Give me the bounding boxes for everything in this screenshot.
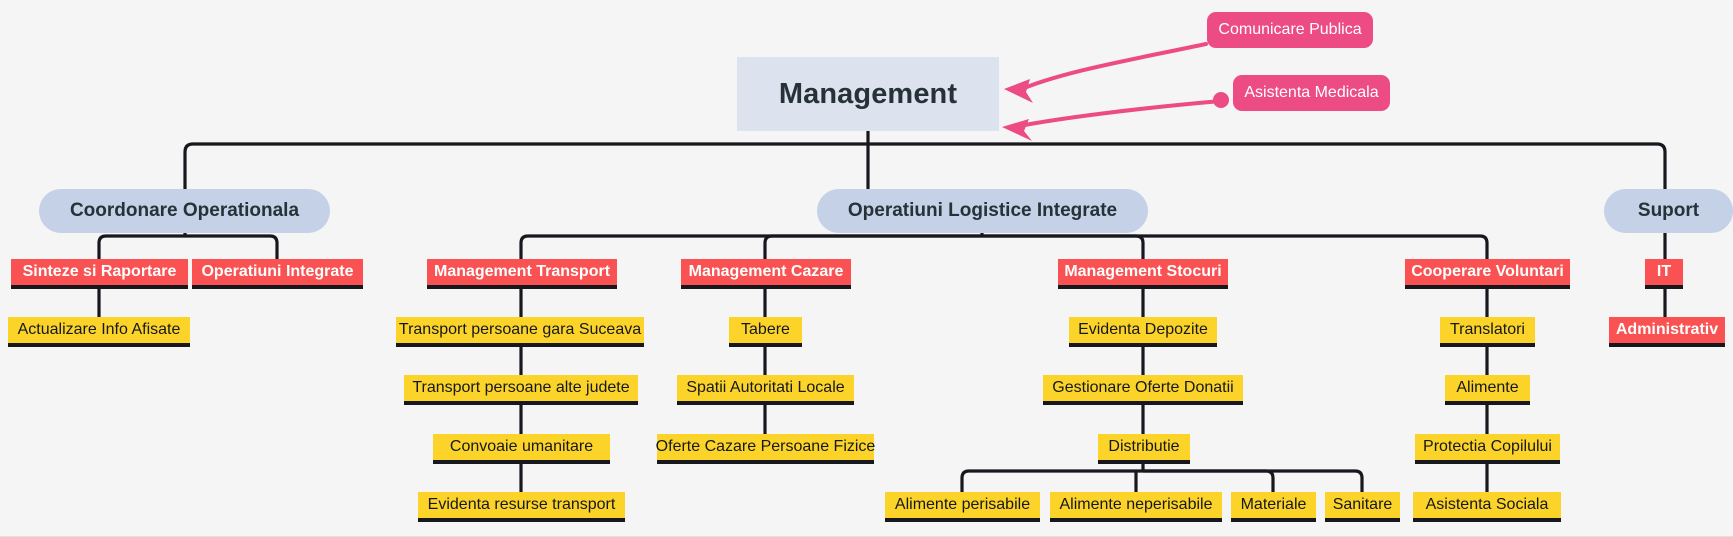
- node-label: Suport: [1637, 200, 1700, 221]
- node-category-management-stocuri[interactable]: Management Stocuri: [1058, 259, 1228, 289]
- node-category-sinteze-si-raportare[interactable]: Sinteze si Raportare: [11, 259, 188, 289]
- node-label: Translatori: [1450, 321, 1525, 338]
- node-label: Evidenta Depozite: [1078, 321, 1208, 338]
- node-leaf-evidenta-resurse-transport[interactable]: Evidenta resurse transport: [418, 492, 625, 522]
- node-category-management-transport[interactable]: Management Transport: [427, 259, 617, 289]
- note-endpoint-dot: [1213, 92, 1229, 108]
- node-leaf-administrativ[interactable]: Administrativ: [1609, 317, 1725, 347]
- node-branch-suport[interactable]: Suport: [1604, 189, 1733, 233]
- node-label: Convoaie umanitare: [449, 438, 594, 455]
- node-label: Management Transport: [433, 263, 611, 280]
- node-leaf-evidenta-depozite[interactable]: Evidenta Depozite: [1069, 317, 1217, 347]
- node-label: Actualizare Info Afisate: [17, 321, 181, 338]
- note-label: Asistenta Medicala: [1244, 84, 1379, 101]
- node-branch-operatiuni-logistice-integrate[interactable]: Operatiuni Logistice Integrate: [817, 189, 1148, 233]
- node-label: Alimente: [1456, 379, 1519, 396]
- node-label: Tabere: [741, 321, 790, 338]
- node-leaf-transport-persoane-gara-suceava[interactable]: Transport persoane gara Suceava: [396, 317, 644, 347]
- node-category-management-cazare[interactable]: Management Cazare: [681, 259, 851, 289]
- node-label: Cooperare Voluntari: [1411, 263, 1564, 280]
- note-label: Comunicare Publica: [1218, 21, 1362, 38]
- node-branch-coordonare-operationala[interactable]: Coordonare Operationala: [39, 189, 330, 233]
- node-label: Distributie: [1108, 438, 1180, 455]
- node-label: Materiale: [1240, 496, 1307, 513]
- node-leaf-sanitare[interactable]: Sanitare: [1325, 492, 1400, 522]
- edge-note-comunicare: [1015, 42, 1208, 93]
- node-label: Transport persoane alte judete: [412, 379, 630, 396]
- node-leaf-oferte-cazare-persoane-fizice[interactable]: Oferte Cazare Persoane Fizice: [655, 434, 876, 464]
- note-asistenta-medicala[interactable]: Asistenta Medicala: [1233, 75, 1390, 111]
- node-label: Sanitare: [1332, 496, 1393, 513]
- node-leaf-tabere[interactable]: Tabere: [729, 317, 802, 347]
- node-label: Transport persoane gara Suceava: [398, 321, 642, 338]
- node-label: Coordonare Operationala: [69, 200, 300, 221]
- node-leaf-alimente[interactable]: Alimente: [1445, 375, 1530, 405]
- node-leaf-alimente-neperisabile[interactable]: Alimente neperisabile: [1050, 492, 1222, 522]
- node-label: Alimente perisabile: [894, 496, 1031, 513]
- arrowhead-comunicare: [1004, 79, 1033, 103]
- node-category-it[interactable]: IT: [1645, 259, 1683, 289]
- node-leaf-gestionare-oferte-donatii[interactable]: Gestionare Oferte Donatii: [1043, 375, 1243, 405]
- node-leaf-materiale[interactable]: Materiale: [1231, 492, 1316, 522]
- node-root-management[interactable]: Management: [737, 57, 999, 131]
- node-label: Spatii Autoritati Locale: [686, 379, 845, 396]
- node-label: Management Cazare: [688, 263, 844, 280]
- node-label: Asistenta Sociala: [1425, 496, 1549, 513]
- node-leaf-transport-persoane-alte-judete[interactable]: Transport persoane alte judete: [404, 375, 638, 405]
- node-leaf-distributie[interactable]: Distributie: [1098, 434, 1190, 464]
- node-label: Management Stocuri: [1064, 263, 1222, 280]
- arrowhead-asistenta: [1002, 119, 1032, 141]
- note-comunicare-publica[interactable]: Comunicare Publica: [1207, 12, 1373, 48]
- node-label: Sinteze si Raportare: [22, 263, 177, 280]
- node-label: Operatiuni Integrate: [201, 263, 354, 280]
- node-leaf-spatii-autoritati-locale[interactable]: Spatii Autoritati Locale: [677, 375, 854, 405]
- node-leaf-alimente-perisabile[interactable]: Alimente perisabile: [885, 492, 1040, 522]
- edge-note-asistenta: [1012, 99, 1223, 129]
- node-leaf-protectia-copilului[interactable]: Protectia Copilului: [1415, 434, 1560, 464]
- node-category-cooperare-voluntari[interactable]: Cooperare Voluntari: [1405, 259, 1570, 289]
- node-label: Alimente neperisabile: [1059, 496, 1213, 513]
- node-label: Gestionare Oferte Donatii: [1052, 379, 1234, 396]
- node-label: Operatiuni Logistice Integrate: [847, 200, 1118, 221]
- node-leaf-actualizare-info-afisate[interactable]: Actualizare Info Afisate: [8, 317, 190, 347]
- node-leaf-translatori[interactable]: Translatori: [1440, 317, 1535, 347]
- node-label: Oferte Cazare Persoane Fizice: [655, 438, 876, 455]
- node-label: Protectia Copilului: [1423, 438, 1552, 455]
- node-label: Evidenta resurse transport: [427, 496, 616, 513]
- node-label: IT: [1656, 263, 1672, 280]
- node-leaf-convoaie-umanitare[interactable]: Convoaie umanitare: [433, 434, 610, 464]
- node-category-operatiuni-integrate[interactable]: Operatiuni Integrate: [192, 259, 363, 289]
- node-label: Administrativ: [1615, 321, 1719, 338]
- node-label: Management: [778, 77, 958, 110]
- node-leaf-asistenta-sociala[interactable]: Asistenta Sociala: [1413, 492, 1561, 522]
